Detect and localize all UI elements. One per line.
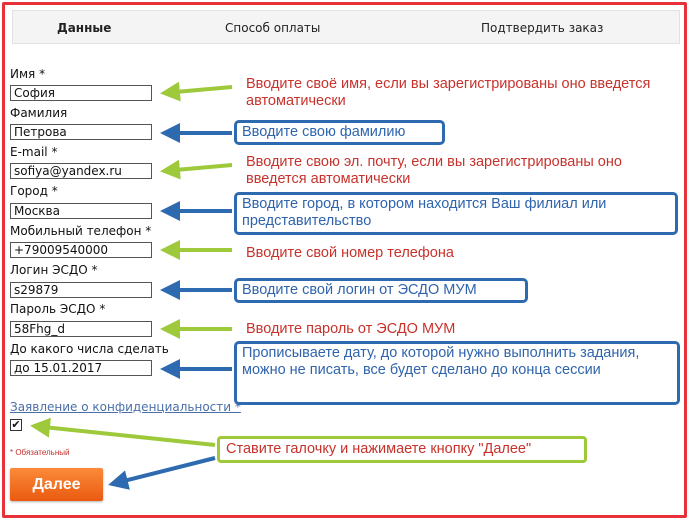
- note-city-box: Вводите город, в котором находится Ваш ф…: [234, 192, 678, 235]
- email-label: E-mail *: [10, 145, 58, 159]
- phone-label: Мобильный телефон *: [10, 224, 152, 238]
- note-login-box: Вводите свой логин от ЭСДО МУМ: [234, 278, 528, 303]
- phone-input[interactable]: [10, 242, 152, 258]
- city-label: Город *: [10, 184, 58, 198]
- name-label: Имя *: [10, 67, 46, 81]
- note-deadline: Прописываете дату, до которой нужно выпо…: [242, 345, 640, 378]
- note-password: Вводите пароль от ЭСДО МУМ: [246, 321, 456, 337]
- email-input[interactable]: [10, 163, 152, 179]
- note-phone: Вводите свой номер телефона: [246, 245, 454, 261]
- red-frame: [2, 2, 687, 518]
- name-input[interactable]: [10, 85, 152, 101]
- note-checkbox: Ставите галочку и нажимаете кнопку "Дале…: [226, 441, 532, 457]
- note-email: Вводите свою эл. почту, если вы зарегист…: [246, 154, 622, 187]
- password-label: Пароль ЭСДО *: [10, 302, 106, 316]
- deadline-input[interactable]: [10, 360, 152, 376]
- note-name: Вводите своё имя, если вы зарегистрирова…: [246, 76, 651, 109]
- deadline-label: До какого числа сделать: [10, 342, 169, 356]
- tab-confirm-order[interactable]: Подтвердить заказ: [481, 21, 604, 35]
- note-login: Вводите свой логин от ЭСДО МУМ: [242, 282, 477, 298]
- note-city: Вводите город, в котором находится Ваш ф…: [242, 196, 607, 229]
- login-input[interactable]: [10, 282, 152, 298]
- privacy-link[interactable]: Заявление о конфиденциальности *: [10, 400, 241, 414]
- tab-payment-method[interactable]: Способ оплаты: [225, 21, 321, 35]
- tab-data[interactable]: Данные: [57, 21, 112, 35]
- note-checkbox-box: Ставите галочку и нажимаете кнопку "Дале…: [217, 436, 587, 463]
- checkout-steps: Данные Способ оплаты Подтвердить заказ: [12, 10, 680, 44]
- note-deadline-box: Прописываете дату, до которой нужно выпо…: [234, 341, 680, 405]
- next-button[interactable]: Далее: [10, 468, 103, 501]
- login-label: Логин ЭСДО *: [10, 263, 98, 277]
- surname-input[interactable]: [10, 124, 152, 140]
- note-surname: Вводите свою фамилию: [242, 124, 406, 140]
- mandatory-note: * Обязательный: [10, 448, 70, 457]
- privacy-checkbox[interactable]: ✔: [10, 419, 22, 431]
- city-input[interactable]: [10, 203, 152, 219]
- surname-label: Фамилия: [10, 106, 68, 120]
- password-input[interactable]: [10, 321, 152, 337]
- note-surname-box: Вводите свою фамилию: [234, 120, 445, 145]
